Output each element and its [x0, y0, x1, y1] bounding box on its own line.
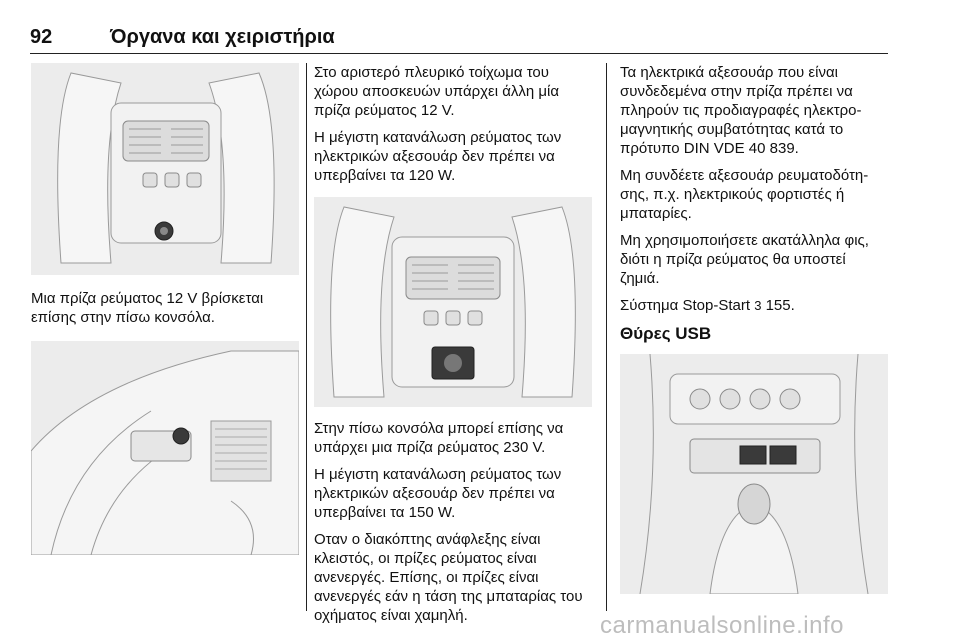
section-heading: Θύρες USB	[620, 324, 712, 343]
page-number: 92	[30, 26, 53, 48]
reference-page: 155.	[765, 297, 795, 314]
paragraph: Τα ηλεκτρικά αξεσουάρ που είναι συνδεδεμ…	[620, 64, 862, 157]
column-divider-1	[306, 63, 307, 611]
rear-console-230v-socket-illustration	[314, 197, 592, 407]
paragraph: Μη συνδέετε αξεσουάρ ρευματοδότη- σης, π…	[620, 167, 869, 222]
column-3: Τα ηλεκτρικά αξεσουάρ που είναι συνδεδεμ…	[620, 63, 888, 594]
page-header: 92 Όργανα και χειριστήρια	[30, 26, 886, 54]
column-2: Στο αριστερό πλευρικό τοίχωμα του χώρου …	[314, 63, 592, 633]
watermark: carmanualsonline.info	[600, 612, 844, 639]
paragraph: Στην πίσω κονσόλα μπορεί επίσης να υπάρχ…	[314, 420, 564, 456]
paragraph: Μη χρησιμοποιήσετε ακατάλληλα φις, διότι…	[620, 232, 869, 287]
column-1: Μια πρίζα ρεύματος 12 V βρίσκεται επίσης…	[31, 63, 299, 555]
cross-reference: Σύστημα Stop-Start 3 155.	[620, 296, 888, 315]
reference-text: Σύστημα Stop-Start	[620, 297, 751, 314]
reference-arrow-icon: 3	[754, 298, 762, 313]
usb-ports-illustration	[620, 354, 888, 594]
column-divider-2	[606, 63, 607, 611]
cargo-area-socket-illustration	[31, 341, 299, 555]
chapter-title: Όργανα και χειριστήρια	[110, 26, 335, 48]
rear-console-socket-illustration	[31, 63, 299, 275]
paragraph: Η μέγιστη κατανάλωση ρεύματος των ηλεκτρ…	[314, 129, 562, 184]
paragraph: Η μέγιστη κατανάλωση ρεύματος των ηλεκτρ…	[314, 466, 562, 521]
paragraph: Μια πρίζα ρεύματος 12 V βρίσκεται επίσης…	[31, 290, 264, 326]
header-rule	[30, 53, 888, 54]
paragraph: Στο αριστερό πλευρικό τοίχωμα του χώρου …	[314, 64, 560, 119]
paragraph: Οταν ο διακόπτης ανάφλεξης είναι κλειστό…	[314, 531, 583, 624]
